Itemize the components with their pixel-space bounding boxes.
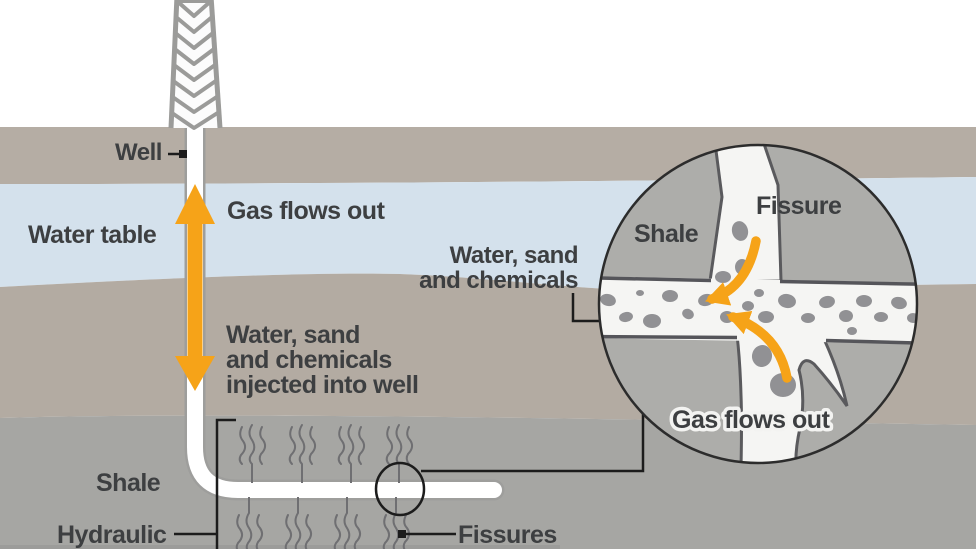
water-table-label: Water table xyxy=(28,221,157,249)
gas-flows-out-label: Gas flows out xyxy=(227,197,386,225)
proppant-pebbles xyxy=(600,221,917,397)
hydraulic-label: Hydraulic xyxy=(57,521,167,549)
inset-water-sand-label-line2: and chemicals xyxy=(419,267,578,294)
inset-water-sand-label-line1: Water, sand xyxy=(450,242,578,269)
injection-label-line3: injected into well xyxy=(226,371,418,399)
well-pipe xyxy=(184,104,505,501)
shale-label: Shale xyxy=(96,469,161,497)
zoom-source-circle xyxy=(374,461,426,517)
inset-zoom-connector-line xyxy=(421,414,645,473)
injection-flow-arrow xyxy=(704,236,761,306)
inset-gas-flows-out-label: Gas flows out xyxy=(672,406,831,434)
well-connector-dot xyxy=(179,150,187,158)
inset-circle-outline xyxy=(597,143,919,465)
inset-bottom-fissure xyxy=(735,333,849,463)
fissures-below-pipe xyxy=(235,497,411,549)
fissures-connector-dot xyxy=(398,530,406,538)
deep-layer-edge xyxy=(0,545,560,549)
gas-flow-arrow xyxy=(726,310,792,383)
well-label: Well xyxy=(115,139,162,166)
fissures-above-pipe xyxy=(238,424,414,483)
fissures-label: Fissures xyxy=(458,521,557,549)
inset-magnifier xyxy=(597,143,919,465)
injection-label-line2: and chemicals xyxy=(226,346,392,374)
inset-flow-arrows xyxy=(704,236,792,383)
inset-shale-label: Shale xyxy=(634,220,699,248)
gas-up-and-injection-down-arrow xyxy=(175,184,215,391)
inset-fissure-label: Fissure xyxy=(756,192,842,220)
injection-label-line1: Water, sand xyxy=(226,321,360,349)
drilling-rig-icon xyxy=(168,0,223,130)
hydraulic-bracket xyxy=(215,418,236,549)
